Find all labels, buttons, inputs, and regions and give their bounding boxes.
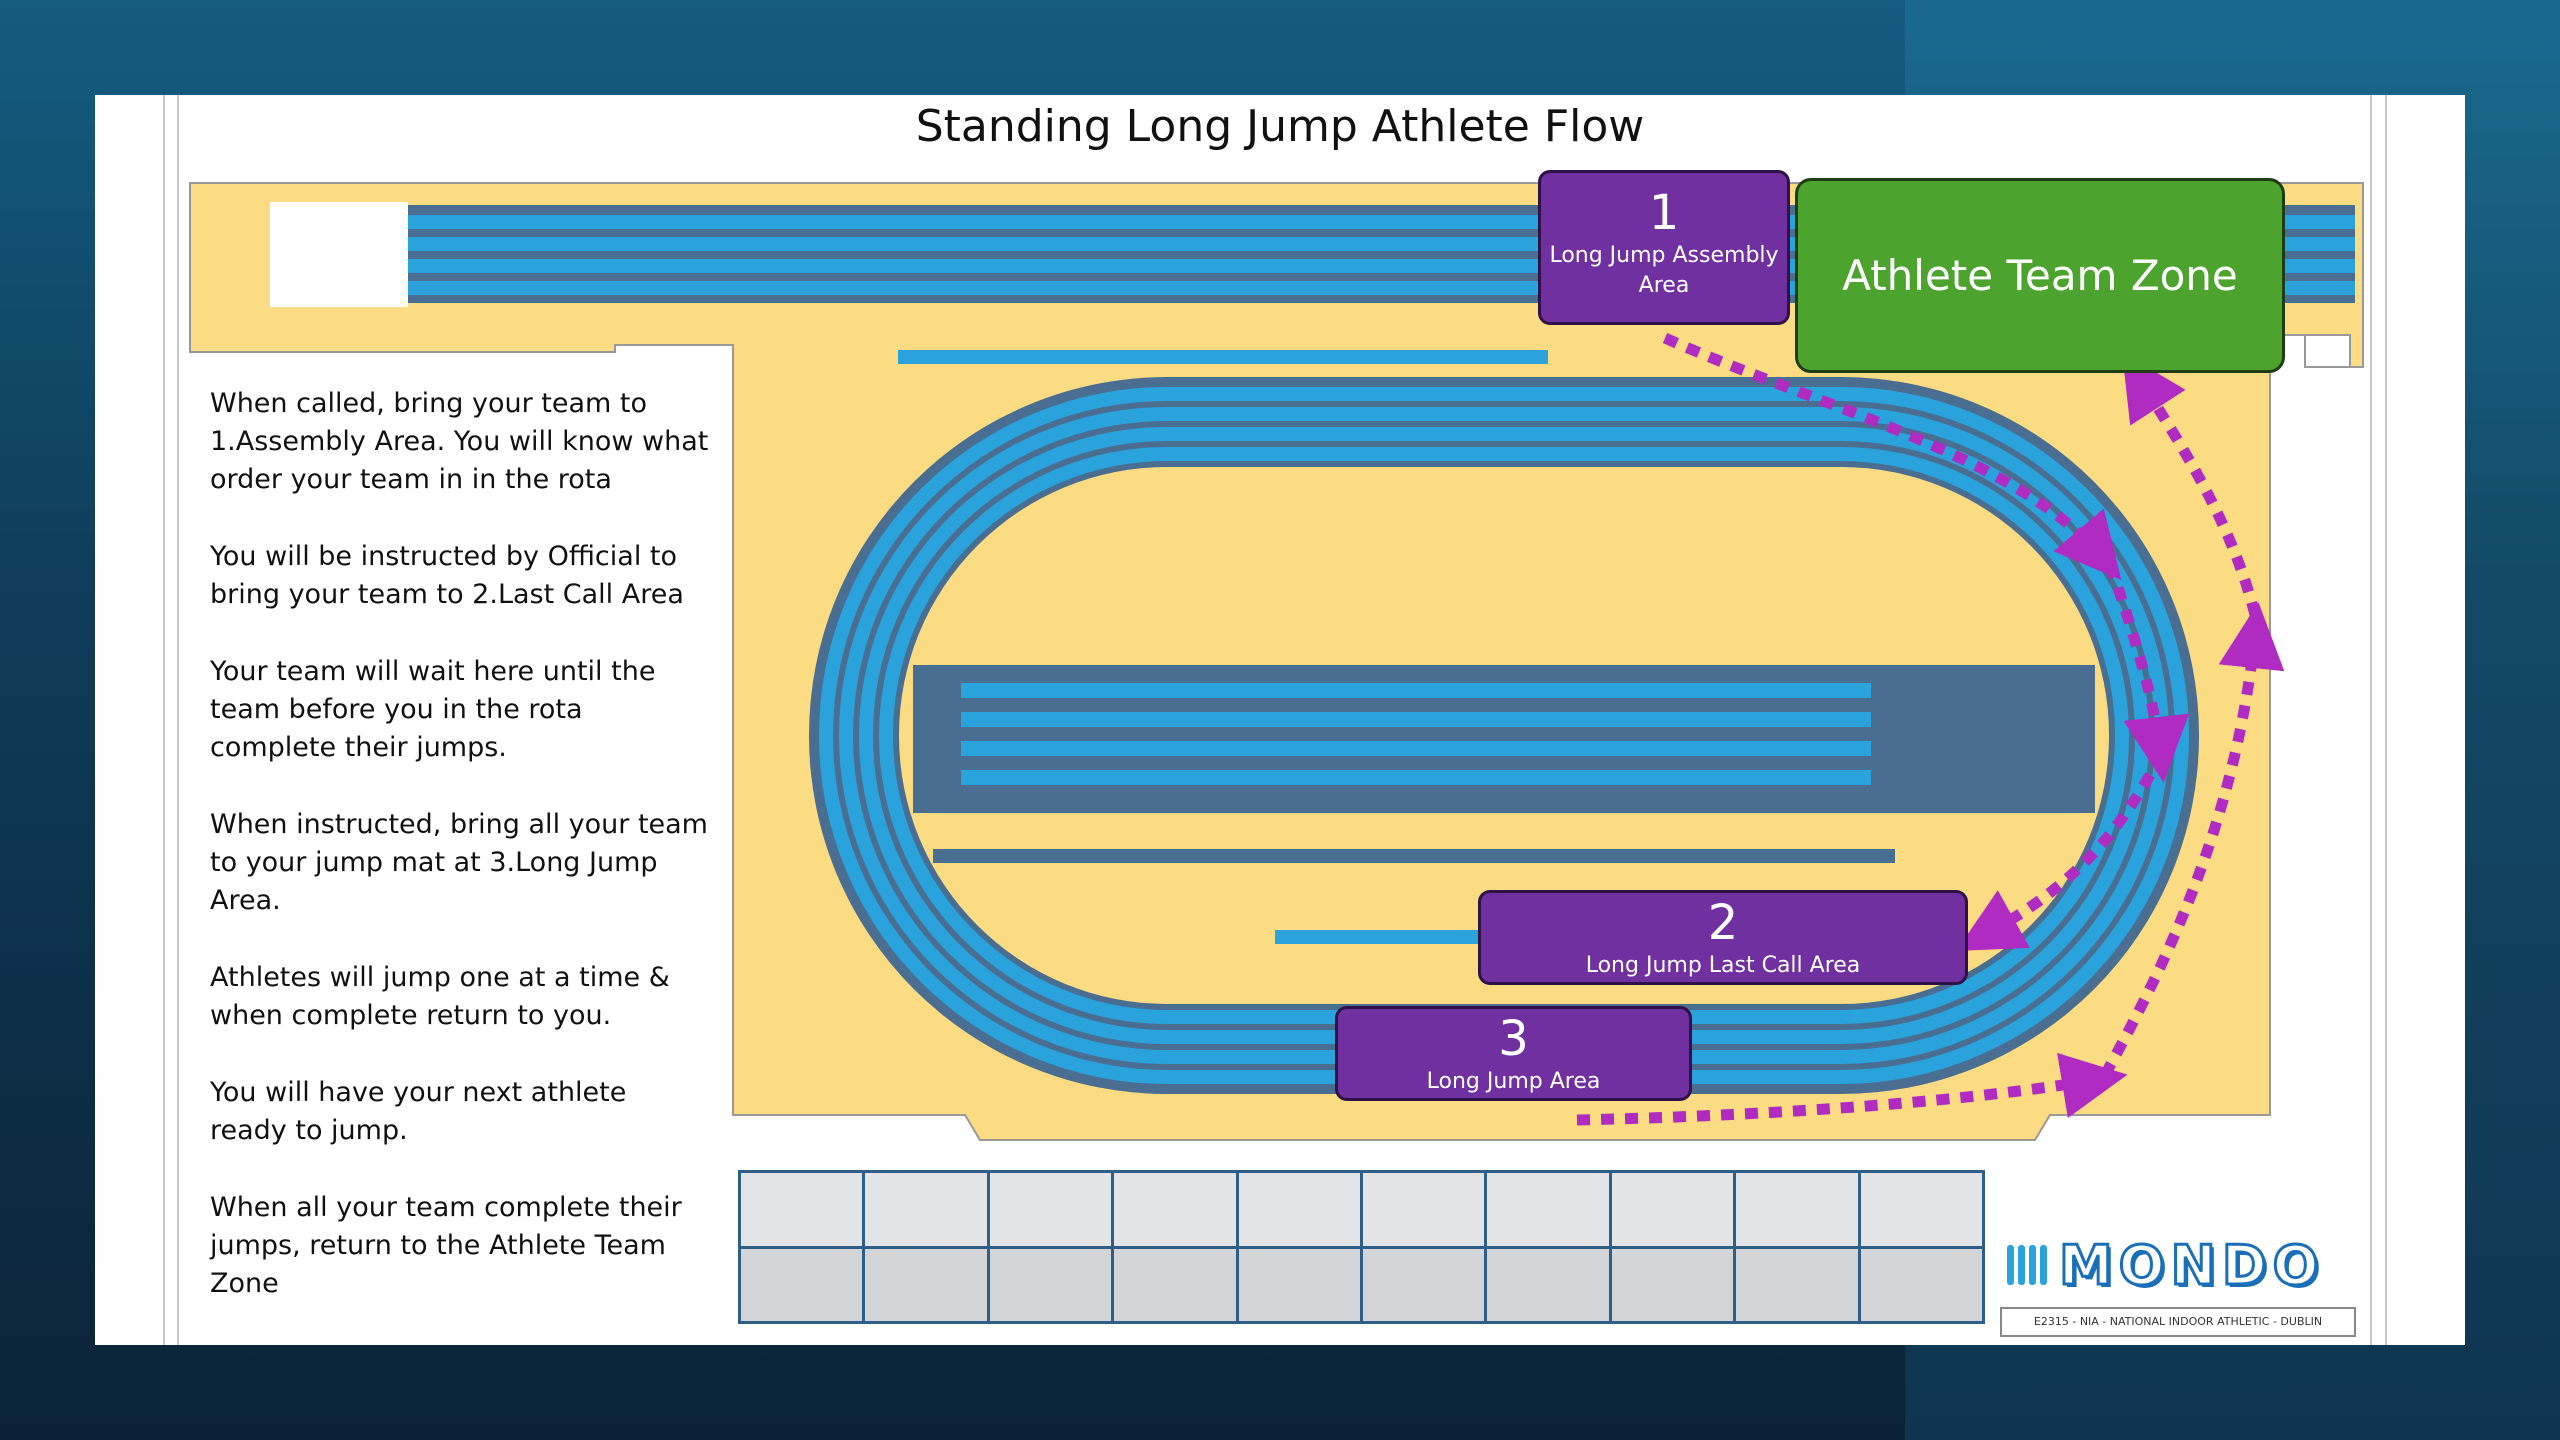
seat-cell <box>1736 1248 1858 1321</box>
logo-caption: E2315 - NIA - NATIONAL INDOOR ATHLETIC -… <box>2000 1307 2356 1337</box>
seat-cell <box>1860 1173 1982 1246</box>
flow-arrow-assembly-to-lastcall-upper <box>1662 332 2122 581</box>
instruction-5: Athletes will jump one at a time & when … <box>210 962 670 1031</box>
slide: Standing Long Jump Athlete Flow <box>95 95 2465 1345</box>
flow-arrow-return-diagonal <box>2100 602 2285 1078</box>
frame-line-left <box>163 95 165 1345</box>
seat-cell <box>1611 1173 1734 1246</box>
athlete-team-zone: Athlete Team Zone <box>1795 178 2285 373</box>
instruction-6: You will have your next athlete ready to… <box>210 1077 627 1146</box>
start-block <box>270 202 408 307</box>
jump-runway <box>1275 930 1505 944</box>
assembly-area-number: 1 <box>1648 185 1680 241</box>
seat-cell <box>989 1173 1112 1246</box>
assembly-area-label: Long Jump Assembly Area <box>1549 243 1779 298</box>
last-call-area-number: 2 <box>1707 895 1739 951</box>
corner-notch <box>2304 334 2351 368</box>
last-call-area-label: Long Jump Last Call Area <box>1585 953 1861 978</box>
seat-cell <box>1611 1248 1734 1321</box>
long-jump-area-label: Long Jump Area <box>1426 1069 1601 1094</box>
last-call-area-box: 2 Long Jump Last Call Area <box>1478 890 1968 985</box>
instructions: When called, bring your team to 1.Assemb… <box>210 385 710 1342</box>
flow-arrow-assembly-to-lastcall-lower <box>2104 563 2190 783</box>
warmup-strip <box>898 350 1548 364</box>
seat-cell <box>1363 1248 1485 1321</box>
long-jump-area-box: 3 Long Jump Area <box>1335 1006 1692 1101</box>
instruction-2: You will be instructed by Official to br… <box>210 541 684 610</box>
seating-grid <box>738 1170 1985 1324</box>
seat-cell <box>1860 1248 1982 1321</box>
seat-cell <box>1238 1248 1360 1321</box>
seat-cell <box>1487 1173 1609 1246</box>
frame-line-left-inner <box>177 95 179 1345</box>
assembly-area-box: 1 Long Jump Assembly Area <box>1538 170 1790 325</box>
instruction-1: When called, bring your team to 1.Assemb… <box>210 388 709 495</box>
seat-cell <box>1736 1173 1858 1246</box>
seat-cell <box>1238 1173 1360 1246</box>
logo-text: MONDO <box>2058 1232 2325 1298</box>
instruction-7: When all your team complete their jumps,… <box>210 1192 682 1299</box>
seat-cell <box>741 1248 863 1321</box>
seat-cell <box>741 1173 863 1246</box>
instruction-4: When instructed, bring all your team to … <box>210 809 708 916</box>
mondo-logo: MONDO <box>2007 1230 2347 1300</box>
seat-cell <box>1363 1173 1485 1246</box>
infield-strip <box>933 849 1895 863</box>
seat-cell <box>865 1248 987 1321</box>
seat-cell <box>865 1173 987 1246</box>
long-jump-area-number: 3 <box>1498 1011 1529 1067</box>
diagram-title: Standing Long Jump Athlete Flow <box>915 101 1645 152</box>
seat-cell <box>1114 1173 1236 1246</box>
seat-cell <box>1487 1248 1609 1321</box>
frame-line-right-inner <box>2385 95 2387 1345</box>
logo-bars-icon <box>2007 1245 2047 1285</box>
seat-cell <box>1114 1248 1236 1321</box>
flow-arrow-jump-to-return <box>1576 1052 2128 1126</box>
frame-line-right <box>2370 95 2372 1345</box>
flow-arrow-to-lastcall <box>1956 772 2155 952</box>
seat-cell <box>989 1248 1112 1321</box>
instruction-3: Your team will wait here until the team … <box>210 656 656 763</box>
flow-arrow-return-to-zone <box>2122 352 2261 617</box>
